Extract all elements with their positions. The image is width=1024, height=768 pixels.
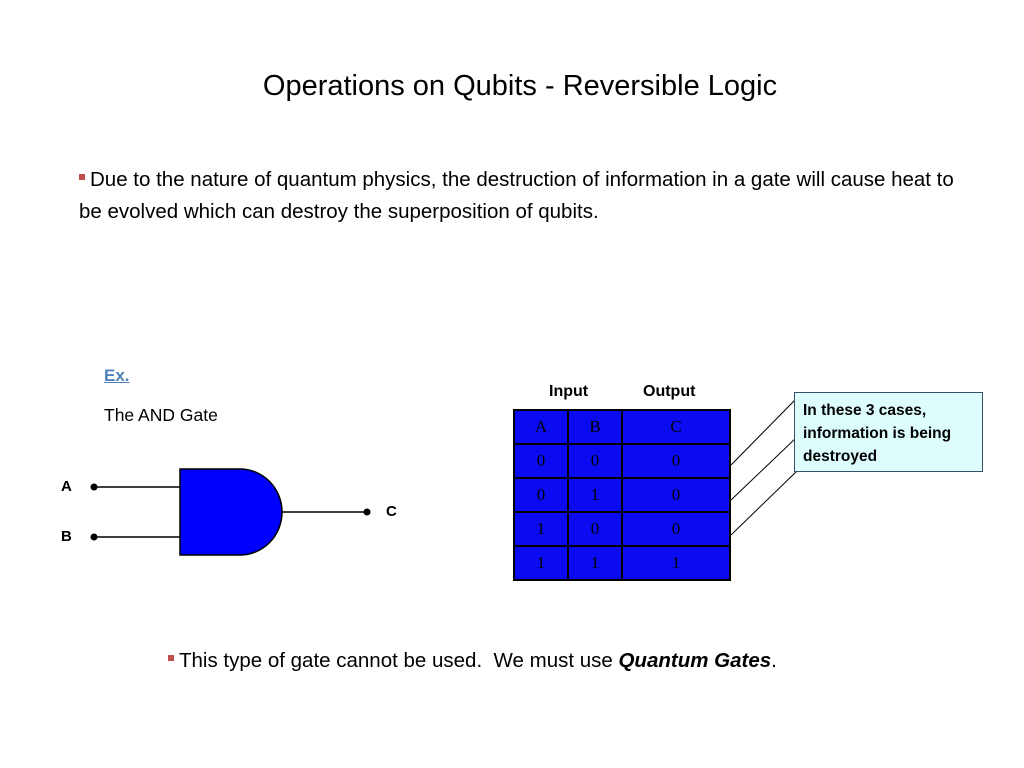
conclusion-end: . — [771, 649, 777, 672]
gate-title: The AND Gate — [104, 405, 218, 425]
table-cell: 0 — [621, 511, 731, 547]
input-b-terminal — [90, 533, 98, 541]
table-cell: 0 — [513, 477, 569, 513]
truth-table: A B C 0 0 0 0 1 0 1 0 0 1 1 1 — [513, 409, 731, 581]
table-cell: 0 — [513, 443, 569, 479]
intro-paragraph: Due to the nature of quantum physics, th… — [79, 164, 959, 228]
callout-box: In these 3 cases, information is being d… — [794, 392, 983, 472]
callout-line-2: information is being — [803, 425, 952, 442]
table-cell: 0 — [621, 443, 731, 479]
table-row: 1 1 1 — [513, 545, 731, 581]
input-b-label: B — [61, 528, 72, 545]
output-header: Output — [643, 383, 696, 400]
callout-line-3: destroyed — [803, 448, 878, 465]
column-header-b: B — [567, 409, 623, 445]
input-a-label: A — [61, 478, 72, 495]
output-c-label: C — [386, 503, 397, 520]
example-link[interactable]: Ex. — [104, 366, 130, 385]
table-cell: 0 — [567, 511, 623, 547]
square-bullet-icon — [79, 173, 85, 180]
callout-pointer-row1 — [730, 399, 796, 466]
conclusion-text: This type of gate cannot be used. We mus… — [179, 649, 619, 672]
table-cell: 0 — [621, 477, 731, 513]
table-cell: 0 — [567, 443, 623, 479]
table-cell: 1 — [513, 511, 569, 547]
square-bullet-icon — [168, 654, 174, 661]
column-header-a: A — [513, 409, 569, 445]
intro-text: Due to the nature of quantum physics, th… — [79, 168, 954, 223]
table-cell: 1 — [621, 545, 731, 581]
callout-pointer-row2 — [730, 435, 799, 501]
output-c-terminal — [363, 508, 371, 516]
callout-line-1: In these 3 cases, — [803, 402, 927, 419]
callout-pointer-row3 — [730, 469, 799, 536]
input-a-terminal — [90, 483, 98, 491]
column-header-c: C — [621, 409, 731, 445]
and-gate-shape — [179, 468, 283, 556]
table-cell: 1 — [567, 477, 623, 513]
table-cell: 1 — [567, 545, 623, 581]
table-row: 0 1 0 — [513, 477, 731, 513]
table-row: 1 0 0 — [513, 511, 731, 547]
table-row: 0 0 0 — [513, 443, 731, 479]
input-header: Input — [549, 383, 589, 400]
table-cell: 1 — [513, 545, 569, 581]
conclusion-line: This type of gate cannot be used. We mus… — [168, 646, 777, 676]
table-header-row: A B C — [513, 409, 731, 445]
slide-title: Operations on Qubits - Reversible Logic — [262, 70, 778, 102]
quantum-gates-emphasis: Quantum Gates — [618, 649, 772, 672]
